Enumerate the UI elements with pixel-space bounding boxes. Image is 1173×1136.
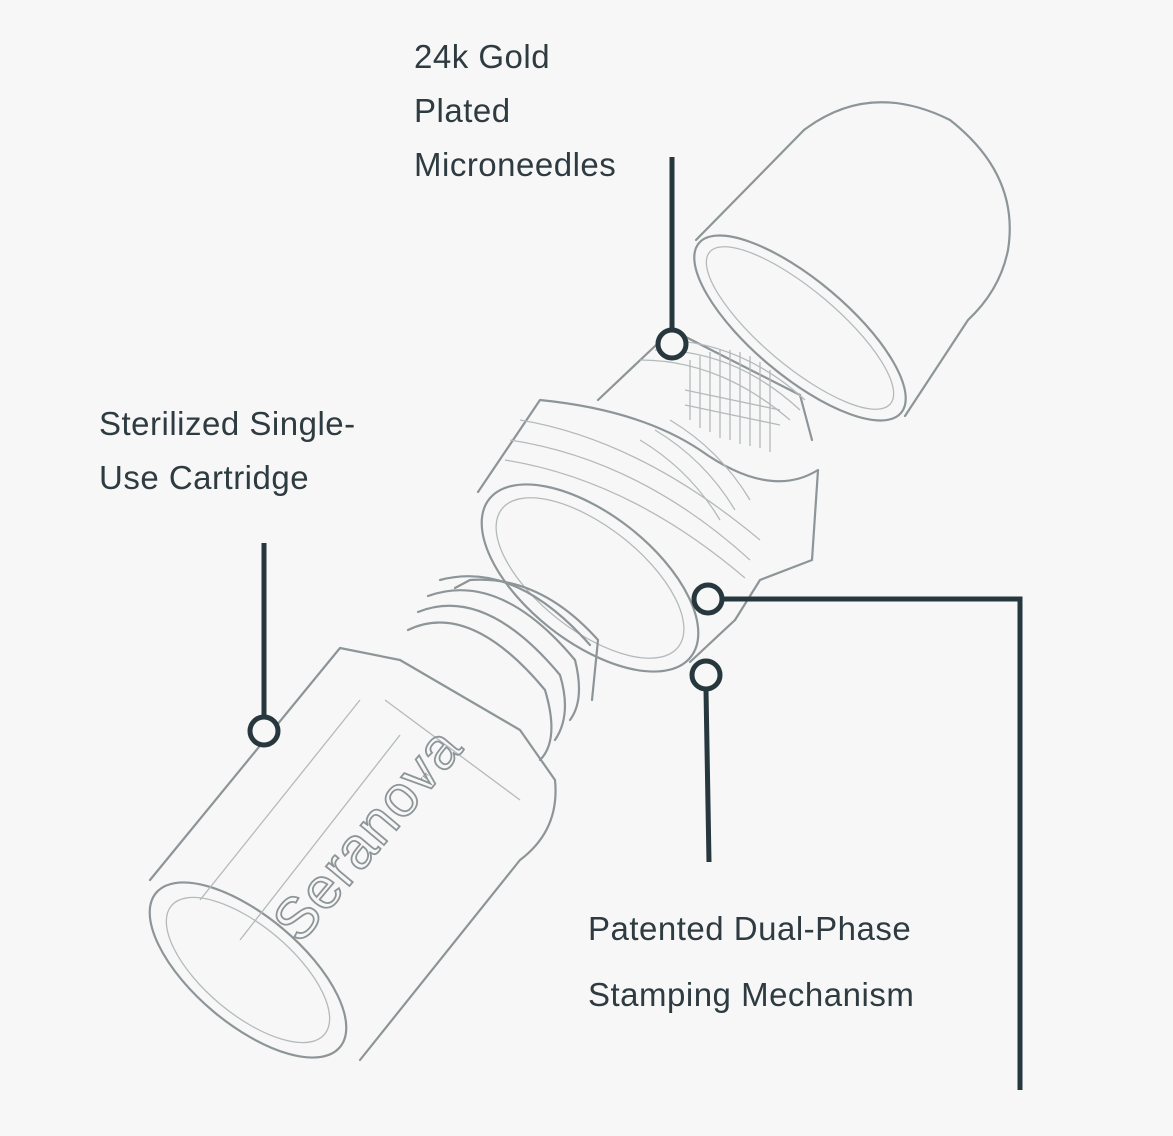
leader-lines <box>247 157 1023 1090</box>
stamping-marker <box>689 658 723 692</box>
microneedles-drawing <box>684 350 781 452</box>
callout-line: Stamping Mechanism <box>588 976 915 1013</box>
needles-marker <box>655 327 689 361</box>
callout-line: Use Cartridge <box>99 459 310 496</box>
callout-line: Plated <box>414 92 511 129</box>
callout-line: Sterilized Single- <box>99 405 356 442</box>
brand-logo: Seranova <box>260 715 475 953</box>
needle-cartridge-drawing <box>596 328 814 452</box>
callout-microneedles: 24k Gold Plated Microneedles <box>414 30 616 192</box>
cartridge-marker <box>247 714 281 748</box>
mechanism-marker <box>691 582 725 616</box>
body-drawing: Seranova ™ <box>148 575 600 1062</box>
body-threads-drawing <box>406 575 600 762</box>
cap-drawing <box>693 101 1011 422</box>
callout-line: Microneedles <box>414 146 617 183</box>
callout-line: 24k Gold <box>414 38 551 75</box>
stamping-ring-drawing <box>476 398 820 673</box>
callout-cartridge: Sterilized Single- Use Cartridge <box>99 397 356 505</box>
callout-stamping-mechanism: Patented Dual-Phase Stamping Mechanism <box>588 896 914 1028</box>
stamping-leader-line <box>703 689 712 863</box>
mechanism-leader-line <box>724 596 1023 1090</box>
callout-line: Patented Dual-Phase <box>588 910 912 947</box>
